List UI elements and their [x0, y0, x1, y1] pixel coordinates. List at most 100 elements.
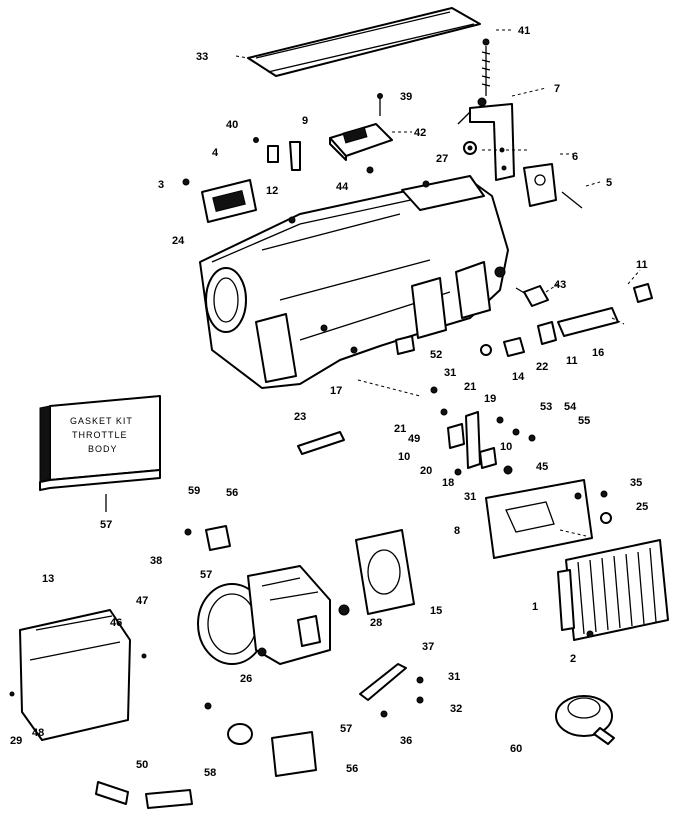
callout-60: 60 — [510, 743, 522, 755]
throttle-lever — [359, 663, 424, 718]
callout-6: 6 — [572, 151, 578, 163]
throttle-cover — [9, 609, 147, 741]
callout-41: 41 — [518, 25, 530, 37]
bolt — [377, 93, 383, 116]
callout-3: 3 — [158, 179, 164, 191]
small-hardware-mid — [395, 335, 492, 356]
hoses — [95, 781, 193, 809]
callout-28: 28 — [370, 617, 382, 629]
callout-44: 44 — [336, 181, 349, 193]
callout-56-b: 56 — [346, 763, 358, 775]
callout-9: 9 — [302, 115, 308, 127]
leader-lines — [235, 29, 641, 537]
callout-12: 12 — [266, 185, 278, 197]
callout-33: 33 — [196, 51, 208, 63]
callout-19: 19 — [484, 393, 496, 405]
callout-20: 20 — [420, 465, 432, 477]
callout-38: 38 — [150, 555, 162, 567]
callout-53: 53 — [540, 401, 552, 413]
sensor-plate — [201, 179, 257, 223]
temperature-sensor — [515, 285, 549, 307]
throttle-position-sensor — [184, 525, 231, 551]
callout-52: 52 — [430, 349, 442, 361]
callout-23: 23 — [294, 411, 306, 423]
callout-39: 39 — [400, 91, 412, 103]
callout-1: 1 — [532, 601, 538, 613]
callout-59: 59 — [188, 485, 200, 497]
sensor-block — [523, 163, 557, 207]
callout-8: 8 — [454, 525, 460, 537]
callout-32: 32 — [450, 703, 462, 715]
throttle-body — [197, 565, 350, 665]
screw — [561, 191, 583, 209]
callout-labels: 33 41 7 39 40 9 42 4 27 6 3 12 44 5 24 1… — [10, 25, 648, 779]
callout-11-a: 11 — [636, 259, 648, 271]
gasket-kit-box: GASKET KIT THROTTLE BODY — [39, 395, 161, 512]
callout-50: 50 — [136, 759, 148, 771]
small-hardware-upper — [182, 137, 374, 186]
pressure-regulator — [555, 695, 615, 745]
lower-sensor — [204, 702, 317, 777]
callout-54: 54 — [564, 401, 577, 413]
callout-17: 17 — [330, 385, 342, 397]
callout-43: 43 — [554, 279, 566, 291]
callout-29: 29 — [10, 735, 22, 747]
callout-25: 25 — [636, 501, 648, 513]
gasket-kit-line-1: GASKET KIT — [70, 416, 133, 426]
callout-16: 16 — [592, 347, 604, 359]
callout-55: 55 — [578, 415, 590, 427]
rods — [297, 379, 421, 455]
callout-48: 48 — [32, 727, 44, 739]
callout-10-b: 10 — [500, 441, 512, 453]
callout-21-b: 21 — [394, 423, 406, 435]
mounting-bracket — [457, 97, 515, 181]
callout-13: 13 — [42, 573, 54, 585]
callout-40: 40 — [226, 119, 238, 131]
intake-plenum — [199, 175, 509, 389]
gasket-kit-line-2: THROTTLE — [72, 430, 128, 440]
callout-21-a: 21 — [464, 381, 476, 393]
callout-36: 36 — [400, 735, 412, 747]
callout-56-a: 56 — [226, 487, 238, 499]
electronic-control-module — [557, 539, 669, 641]
callout-26: 26 — [240, 673, 252, 685]
callout-11-b: 11 — [566, 355, 578, 367]
callout-14: 14 — [512, 371, 525, 383]
callout-58: 58 — [204, 767, 216, 779]
throttle-body-gasket — [355, 529, 415, 615]
callout-2: 2 — [570, 653, 576, 665]
callout-47: 47 — [136, 595, 148, 607]
callout-22: 22 — [536, 361, 548, 373]
callout-31-c: 31 — [448, 671, 460, 683]
callout-5: 5 — [606, 177, 612, 189]
callout-27: 27 — [436, 153, 448, 165]
callout-37: 37 — [422, 641, 434, 653]
hose-fittings — [503, 283, 653, 357]
screws-right — [600, 490, 612, 524]
callout-4: 4 — [212, 147, 219, 159]
valve-parts — [430, 386, 536, 476]
callout-7: 7 — [554, 83, 560, 95]
upper-plenum-gasket — [247, 7, 481, 77]
callout-18: 18 — [442, 477, 454, 489]
callout-57-a: 57 — [100, 519, 112, 531]
callout-46: 46 — [110, 617, 122, 629]
callout-31-b: 31 — [464, 491, 476, 503]
nut — [463, 141, 477, 155]
stud — [481, 38, 491, 96]
callout-57-c: 57 — [340, 723, 352, 735]
callout-45: 45 — [536, 461, 548, 473]
callout-57-b: 57 — [200, 569, 212, 581]
callout-42: 42 — [414, 127, 426, 139]
callout-49: 49 — [408, 433, 420, 445]
mounting-plate — [485, 479, 593, 559]
callout-24: 24 — [172, 235, 185, 247]
callout-31-a: 31 — [444, 367, 456, 379]
ecm-screw — [586, 630, 594, 638]
callout-15: 15 — [430, 605, 442, 617]
gasket-kit-line-3: BODY — [88, 444, 118, 454]
callout-35: 35 — [630, 477, 642, 489]
callout-10-a: 10 — [398, 451, 410, 463]
